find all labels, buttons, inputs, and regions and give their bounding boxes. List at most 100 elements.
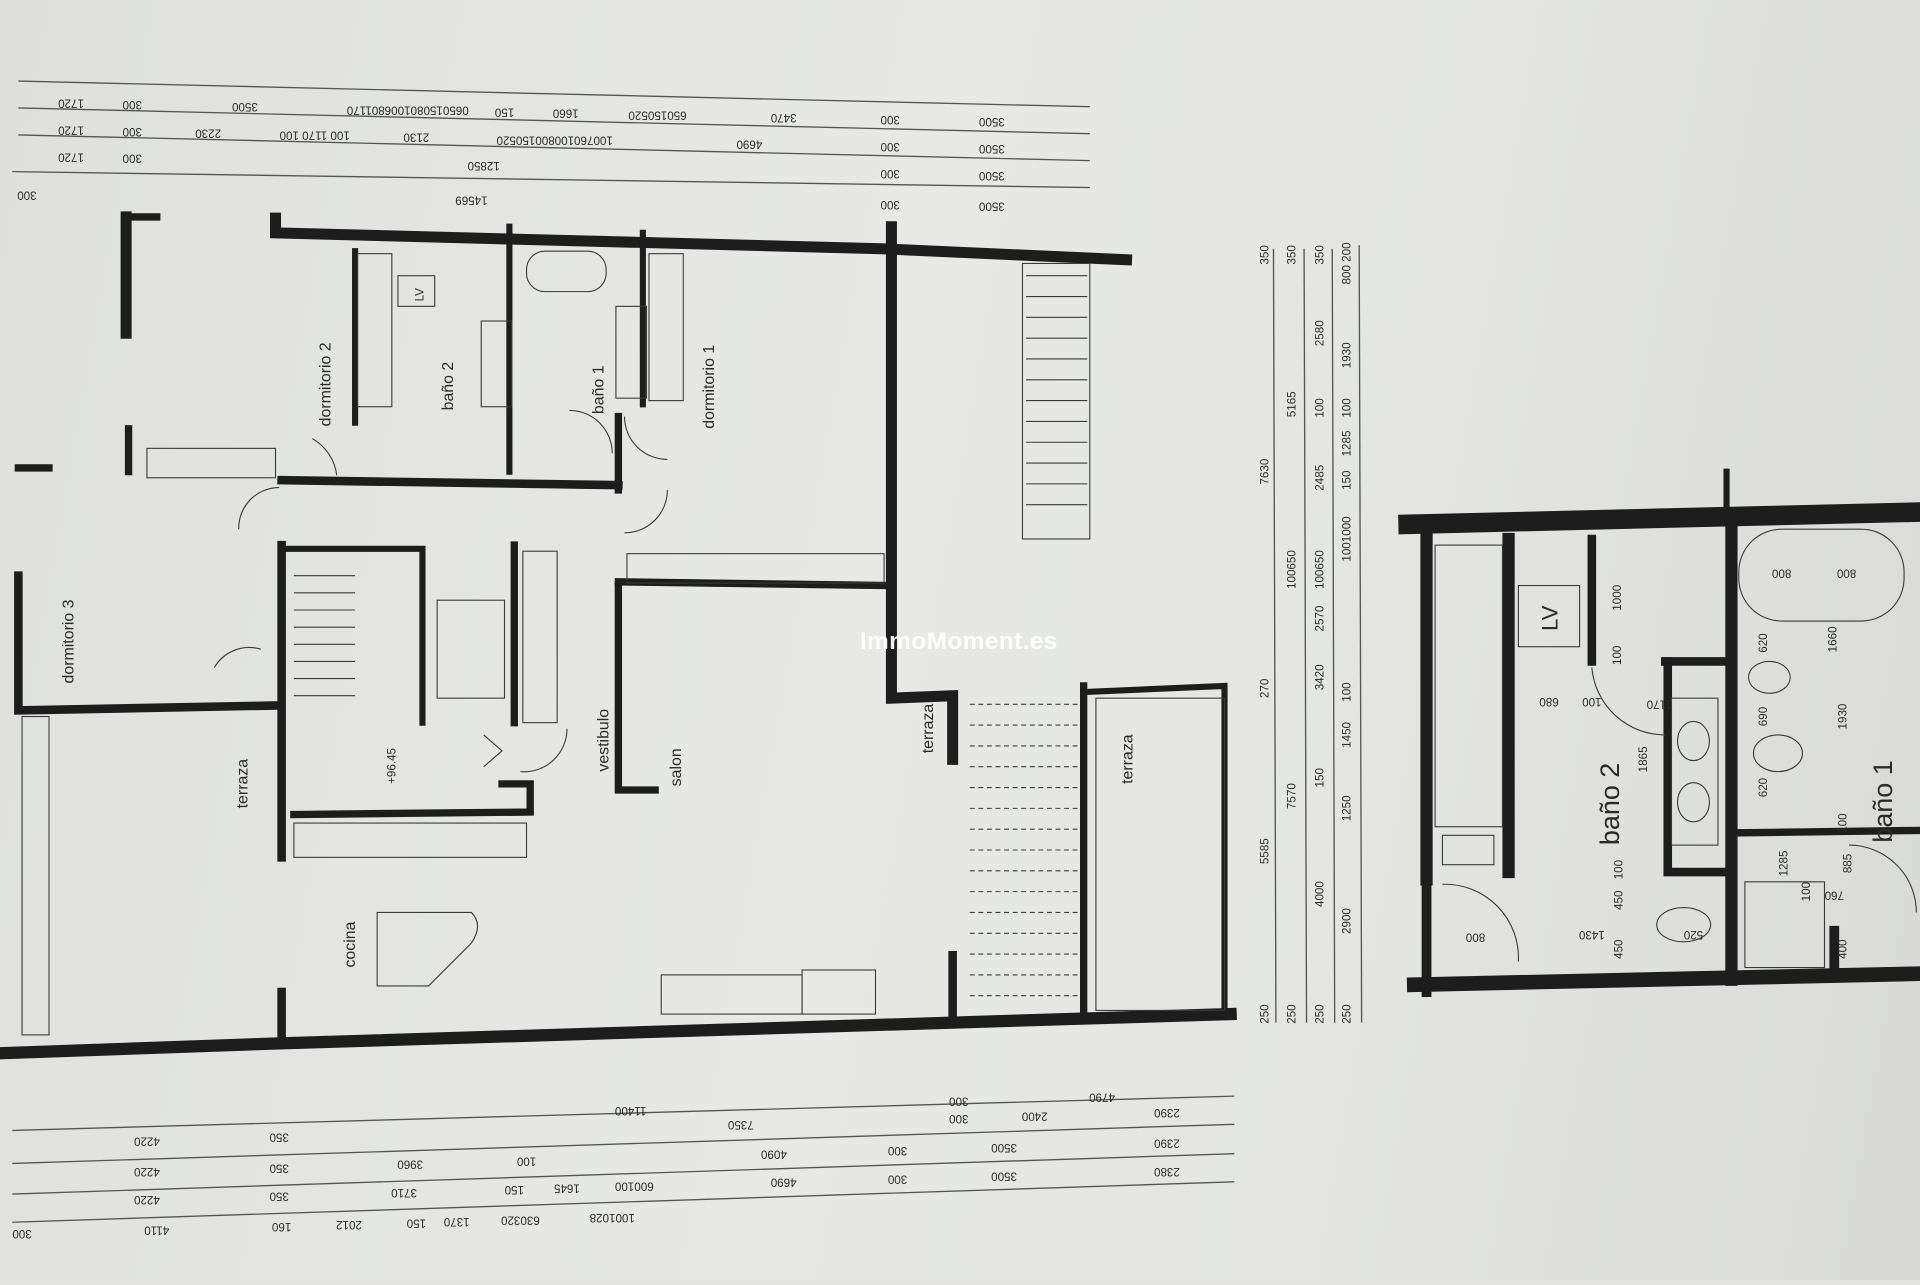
dimension-label: 2900: [1341, 908, 1354, 934]
dimension-label: 1930: [1341, 342, 1354, 368]
dimension-label: 270: [1259, 678, 1272, 698]
dimension-label: 2485: [1314, 465, 1327, 491]
dimension-label: 350: [269, 1131, 289, 1144]
dimension-label: 300: [880, 167, 900, 180]
dimension-label: 300: [880, 113, 900, 126]
dimension-label: 1645: [554, 1181, 580, 1194]
dimension-label: 3420: [1314, 664, 1327, 690]
dimension-label: 3500: [231, 100, 257, 113]
dimension-label: 350: [269, 1189, 289, 1202]
dimension-label: 100: [1314, 398, 1327, 418]
dimension-label: 5165: [1286, 391, 1299, 417]
dimension-label: 650150520: [628, 108, 687, 121]
dimension-label: 350: [1286, 245, 1299, 265]
dimension-label: 1450: [1341, 721, 1354, 747]
dimension-label: 1660: [1827, 626, 1840, 652]
dimension-label: 300: [949, 1095, 969, 1108]
dimension-label: 150: [1341, 470, 1354, 490]
dimension-label: 3500: [978, 169, 1004, 182]
dimension-label: 450: [1612, 890, 1625, 910]
dimension-label: 4690: [736, 137, 762, 150]
room-label-salon: salon: [668, 748, 685, 786]
dimension-label: 300: [12, 1227, 32, 1240]
level-mark: +96.45: [386, 748, 399, 784]
dimension-label: 2390: [1153, 1106, 1179, 1119]
dimension-label: 300: [122, 98, 142, 111]
room-label-cocina: cocina: [342, 921, 359, 967]
room-label-terraza-left: terraza: [234, 759, 251, 809]
dimension-label: 7350: [727, 1118, 753, 1131]
dimension-label: 1865: [1637, 746, 1650, 772]
watermark: ImmoMoment.es: [860, 628, 1058, 655]
dimension-label: 4090: [760, 1148, 786, 1161]
dimension-label: 885: [1841, 854, 1854, 873]
dimension-label: 760: [1824, 889, 1844, 902]
dimension-label: 1370: [443, 1215, 469, 1228]
dimension-label: 250: [1259, 1004, 1272, 1024]
dimension-label: 250: [1314, 1004, 1327, 1024]
room-label-dormitorio-3: dormitorio 3: [60, 599, 77, 683]
dimension-label: 520: [1683, 928, 1703, 941]
dimension-label: 800: [1836, 567, 1856, 580]
dimension-label: 100: [1611, 645, 1624, 665]
dimension-label: 2380: [1153, 1165, 1179, 1178]
dimension-label: 11400: [614, 1104, 646, 1117]
dimension-label: 100: [1800, 881, 1813, 901]
dimension-label: 2570: [1314, 605, 1327, 631]
dimension-label: 250: [1286, 1004, 1299, 1024]
dimension-label: 150: [406, 1216, 426, 1229]
dimension-label: 0650150801006801170: [346, 103, 469, 116]
dimension-label: 100: [1837, 813, 1850, 833]
dimension-label: 3500: [991, 1169, 1017, 1182]
dimension-label: 600100: [614, 1180, 653, 1193]
dimension-label: 800 200: [1341, 242, 1354, 285]
dimension-label: 4110: [144, 1223, 170, 1236]
dimension-label: 1250: [1341, 795, 1354, 821]
room-label-terraza-right: terraza: [1120, 734, 1137, 784]
dimension-label: 150: [504, 1183, 524, 1196]
dimension-label: 160: [271, 1220, 291, 1233]
dimension-label: 300: [880, 198, 900, 211]
dimension-label: 1430: [1578, 928, 1604, 941]
room-label-vestibulo: vestibulo: [596, 709, 613, 772]
dimension-label: 3710: [391, 1186, 417, 1199]
dimension-label: 1285: [1778, 851, 1791, 877]
room-label-terraza-center: terraza: [920, 704, 937, 754]
dimension-label: 100: [516, 1154, 536, 1167]
dimension-label: 300: [122, 125, 142, 138]
dimension-label: 100760100800150520: [496, 133, 613, 146]
dimension-label: 300: [17, 189, 37, 202]
dimension-label: 3500: [991, 1141, 1017, 1154]
dimension-label: 4220: [133, 1134, 159, 1147]
dimension-label: 400: [1837, 939, 1850, 959]
room-label-bano-2: baño 2: [440, 362, 457, 411]
dimension-label: 100 1170 100: [279, 128, 350, 141]
dimension-label: 630320: [500, 1213, 539, 1226]
dimension-label: 3500: [978, 142, 1004, 155]
dimension-label: 300: [122, 152, 142, 165]
dimension-label: 3500: [978, 199, 1004, 212]
dimension-label: 1720: [58, 150, 84, 163]
dimension-label: 4690: [770, 1175, 796, 1188]
dimension-label: 7570: [1286, 783, 1299, 809]
dimension-label: 620: [1757, 633, 1770, 653]
dimension-label: 2230: [195, 126, 221, 139]
dimension-label: 100: [1341, 682, 1354, 702]
dimension-label: 3960: [397, 1158, 423, 1171]
dimension-label: 350: [1259, 245, 1272, 265]
dimension-label: 4790: [1089, 1091, 1115, 1104]
room-labels: dormitorio 2 baño 2 baño 1 dormitorio 1 …: [60, 288, 1136, 968]
dimension-label: 350: [269, 1161, 289, 1174]
dimension-label: 5585: [1259, 838, 1272, 864]
dimension-label: 1170: [1646, 698, 1672, 711]
dimension-label: 1720: [58, 124, 84, 137]
dimension-label: 350: [1314, 245, 1327, 265]
dimension-label: 450: [1612, 939, 1625, 959]
dimension-label: 4000: [1314, 881, 1327, 907]
dimension-label: 100650: [1286, 550, 1299, 589]
dimension-label: 1001000: [1341, 516, 1354, 562]
